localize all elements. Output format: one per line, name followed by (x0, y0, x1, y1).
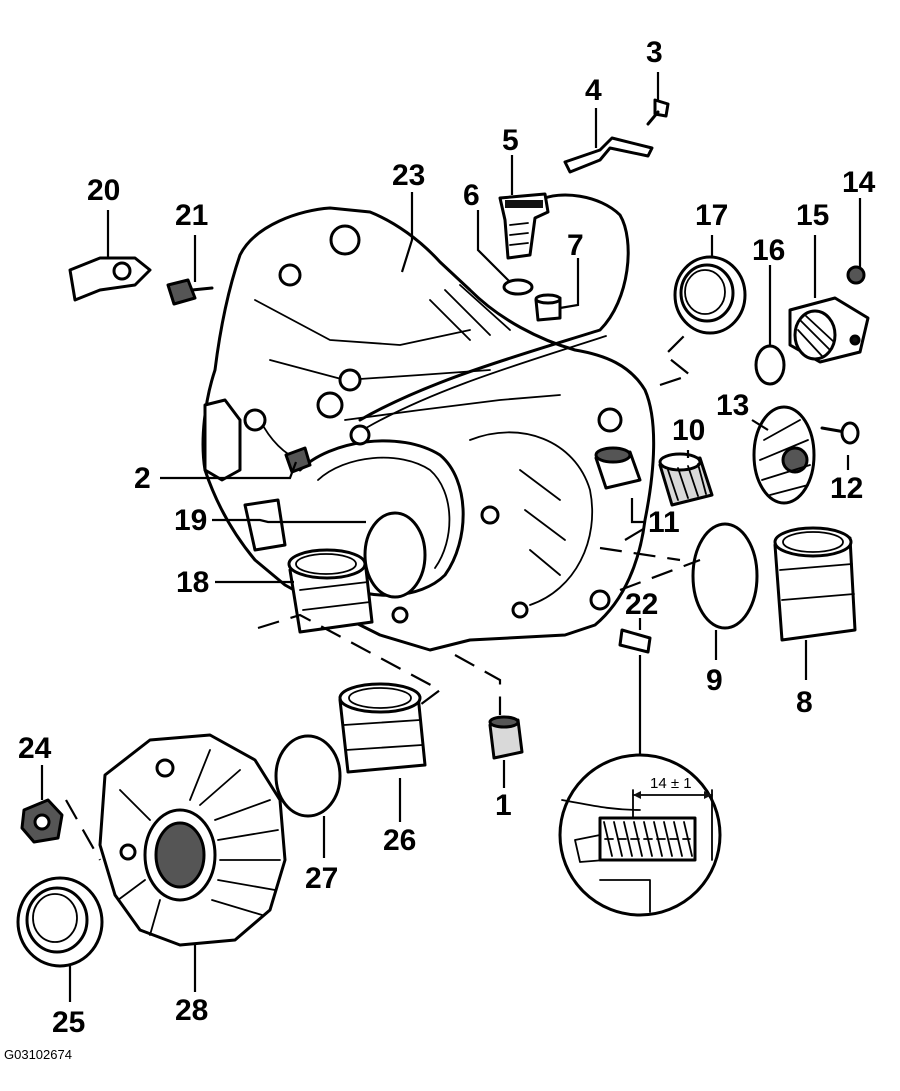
callout-26: 26 (383, 824, 416, 857)
callout-17: 17 (695, 199, 728, 232)
transmission-housing (201, 193, 656, 652)
part-15-flange (788, 296, 870, 364)
part-8-bearing-race (773, 526, 857, 642)
part-18-bearing-race (287, 548, 374, 634)
part-10-needle-bearing (658, 452, 714, 507)
part-26-bearing-race (338, 682, 427, 774)
part-11-sleeve (594, 446, 642, 490)
callout-15: 15 (796, 199, 829, 232)
callout-19: 19 (174, 504, 207, 537)
callout-3: 3 (646, 36, 663, 69)
part-1-plug (488, 715, 524, 760)
part-17-seal (673, 255, 747, 335)
callout-12: 12 (830, 472, 863, 505)
callout-21: 21 (175, 199, 208, 232)
callout-18: 18 (176, 566, 209, 599)
callout-24: 24 (18, 732, 52, 765)
part-28-cover (98, 733, 287, 947)
detail-magnifier (558, 753, 722, 917)
part-22-dowel-pin (618, 628, 652, 654)
part-2-bolt (284, 446, 312, 474)
part-24-nut (20, 798, 64, 844)
callout-13: 13 (716, 389, 749, 422)
callout-1: 1 (495, 789, 512, 822)
part-27-ring (274, 734, 342, 818)
part-16-o-ring (754, 344, 786, 386)
part-25-seal (16, 876, 104, 968)
part-19-ring (363, 511, 427, 599)
callout-6: 6 (463, 179, 480, 212)
part-6-o-ring (502, 278, 534, 296)
callout-9: 9 (706, 664, 723, 697)
callout-22: 22 (625, 588, 658, 621)
callout-10: 10 (672, 414, 705, 447)
callout-27: 27 (305, 862, 338, 895)
part-12-bolt (820, 421, 860, 445)
callout-23: 23 (392, 159, 425, 192)
callout-7: 7 (567, 229, 584, 262)
part-14-screw (846, 265, 866, 285)
callout-28: 28 (175, 994, 208, 1027)
callout-25: 25 (52, 1006, 85, 1039)
part-5-sensor (498, 192, 550, 260)
callout-14: 14 (842, 166, 876, 199)
part-4-bracket (563, 136, 654, 174)
callout-11: 11 (648, 506, 680, 539)
callout-labels: 3 4 5 6 7 20 21 23 14 17 15 16 13 10 12 … (18, 36, 876, 1039)
part-13-cover (752, 405, 816, 505)
leader-lines (40, 72, 862, 1002)
part-3-bolt (646, 98, 670, 126)
callout-8: 8 (796, 686, 813, 719)
reference-code: G03102674 (4, 1047, 72, 1062)
part-9-ring (691, 522, 759, 630)
part-7-sleeve (534, 293, 562, 322)
callout-2: 2 (134, 462, 151, 495)
part-21-plug (166, 278, 214, 306)
callout-20: 20 (87, 174, 120, 207)
callout-5: 5 (502, 124, 519, 157)
part-20-bracket (68, 256, 152, 302)
detail-dimension-label: 14 ± 1 (650, 775, 692, 792)
callout-4: 4 (585, 74, 602, 107)
callout-16: 16 (752, 234, 785, 267)
